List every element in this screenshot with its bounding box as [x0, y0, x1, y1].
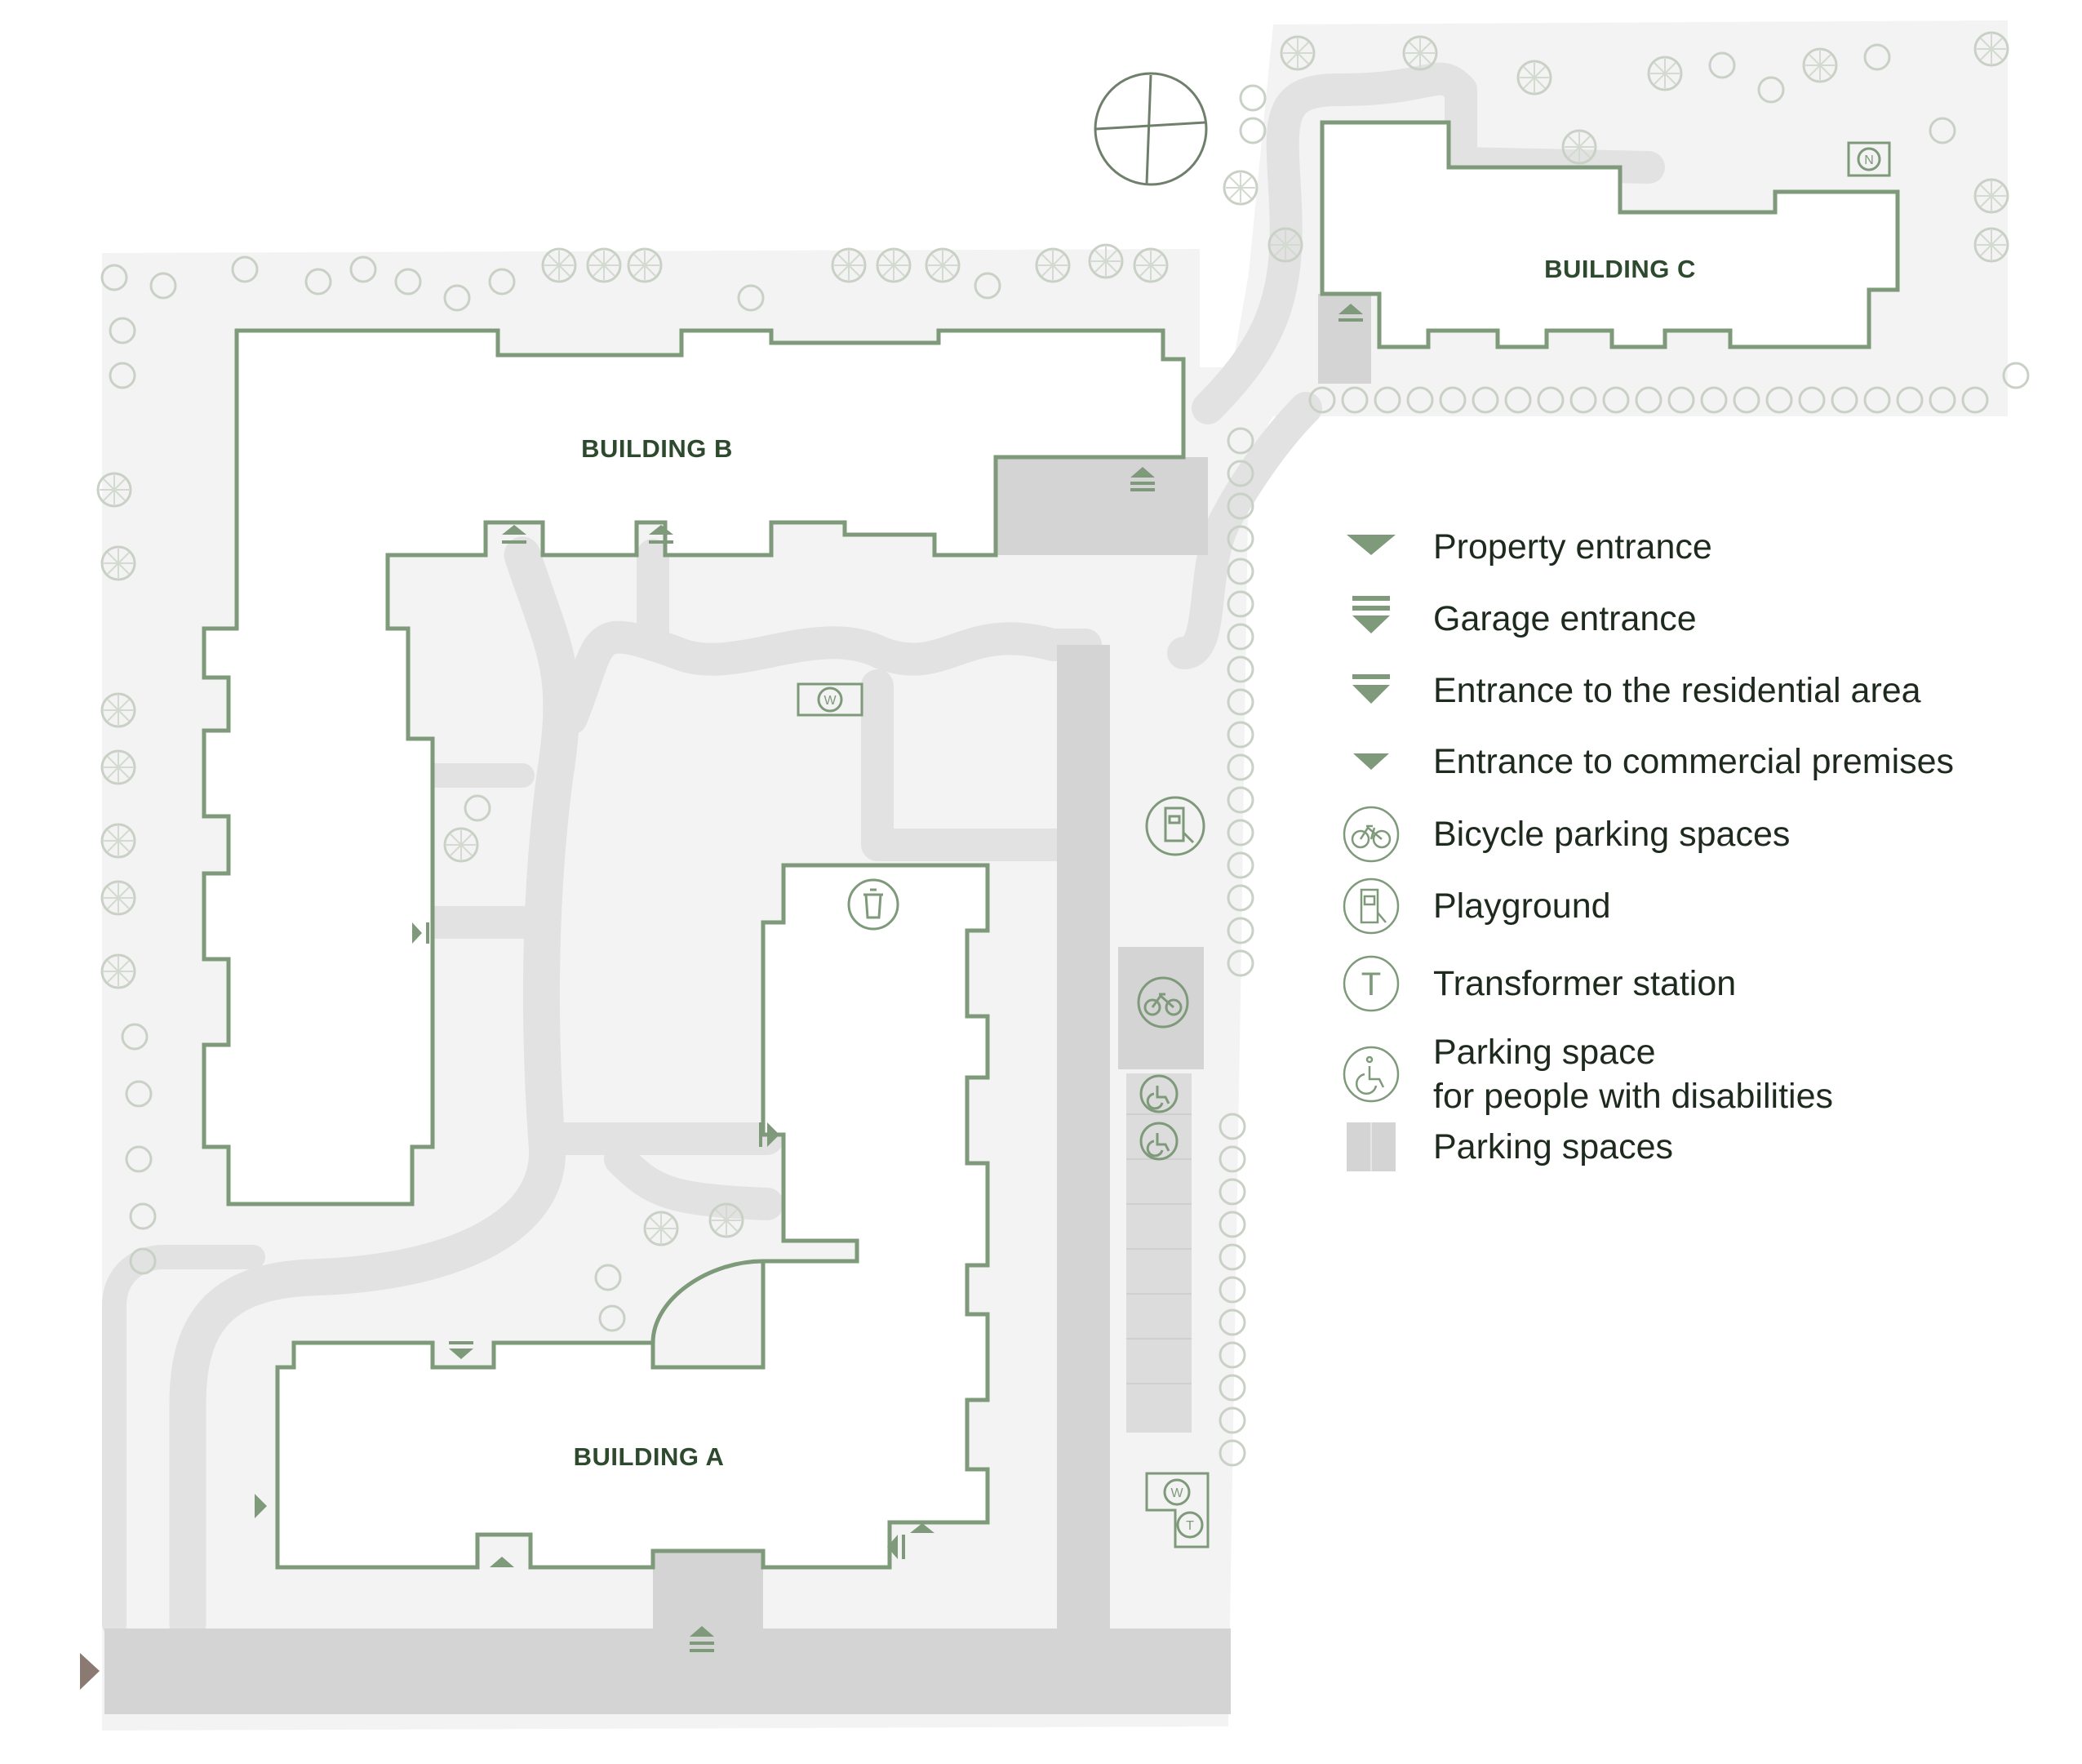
residential-entrance-icon	[1338, 304, 1363, 322]
north-marker-icon	[1847, 141, 1891, 177]
residential-entrance-icon	[412, 922, 429, 944]
entrance-markers	[80, 304, 1363, 1690]
legend-item-garage-entrance: Garage entrance	[1338, 586, 1697, 651]
legend-item-transformer: T Transformer station	[1338, 951, 1736, 1016]
building-b-label: BUILDING B	[581, 434, 733, 463]
transformer-icon: T	[1343, 955, 1400, 1012]
transformer-letter: T	[1186, 1519, 1194, 1533]
commercial-entrance-icon	[1353, 753, 1389, 770]
legend-item-bicycle-parking: Bicycle parking spaces	[1338, 802, 1790, 867]
svg-text:T: T	[1361, 966, 1381, 1002]
residential-entrance-icon	[502, 525, 526, 544]
residential-entrance-icon	[1352, 674, 1390, 704]
legend-item-property-entrance: Property entrance	[1338, 514, 1712, 580]
commercial-entrance-icon	[490, 1557, 514, 1567]
waste-area-icon	[1163, 1478, 1191, 1506]
buildings	[202, 120, 1900, 1570]
trash-bin-icon	[847, 878, 899, 931]
map-icon-letters: W W T N	[823, 153, 1873, 1533]
parking-space-swatch	[1347, 1122, 1396, 1171]
wheelchair-icon	[1139, 1122, 1179, 1161]
map-icons	[797, 72, 1891, 1548]
building-a-label: BUILDING A	[574, 1442, 725, 1471]
residential-entrance-icon	[649, 525, 673, 544]
garage-entrance-icon	[1352, 596, 1390, 633]
walkways	[102, 62, 1665, 1643]
residential-entrance-icon	[449, 1341, 473, 1359]
legend-item-disabled-parking: Parking space for people with disabilitie…	[1338, 1030, 1833, 1118]
building-c-label: BUILDING C	[1544, 255, 1696, 283]
residential-entrance-icon	[759, 1122, 779, 1147]
legend-label-line-1: Parking space	[1433, 1033, 1656, 1072]
legend-item-commercial-entrance: Entrance to commercial premises	[1338, 729, 1954, 794]
bicycle-icon	[1137, 976, 1189, 1029]
playground-icon	[1145, 796, 1205, 856]
residential-entrance-icon	[887, 1535, 905, 1559]
parking-bays	[1126, 1113, 1192, 1384]
wheelchair-icon	[1139, 1074, 1179, 1113]
north-letter: N	[1864, 153, 1874, 167]
waste-letter: W	[1170, 1486, 1183, 1500]
transformer-icon	[1176, 1511, 1204, 1539]
bicycle-icon	[1343, 806, 1400, 863]
playground-icon	[1343, 878, 1400, 935]
wheelchair-icon	[1343, 1046, 1400, 1103]
legend-item-playground: Playground	[1338, 873, 1611, 939]
building-a-corner-arc	[650, 1259, 764, 1344]
commercial-entrance-icon	[910, 1523, 934, 1533]
service-area-outline	[1145, 1472, 1210, 1548]
garage-entrance-icon	[690, 1626, 714, 1652]
building-b-outline	[202, 328, 1186, 1206]
waste-area-icon	[797, 682, 863, 717]
legend-item-parking-spaces: Parking spaces	[1338, 1114, 1673, 1180]
commercial-entrance-icon	[255, 1494, 267, 1518]
waste-letter: W	[823, 694, 837, 708]
legend-label-line-2: for people with disabilities	[1433, 1077, 1833, 1116]
roads	[104, 294, 1371, 1714]
compass-icon	[1094, 72, 1208, 186]
property-entrance-icon	[80, 1653, 100, 1690]
garage-entrance-icon	[1130, 467, 1155, 491]
building-c-outline	[1320, 120, 1900, 349]
property-entrance-icon	[1347, 535, 1396, 555]
legend-item-residential-entrance: Entrance to the residential area	[1338, 658, 1921, 723]
